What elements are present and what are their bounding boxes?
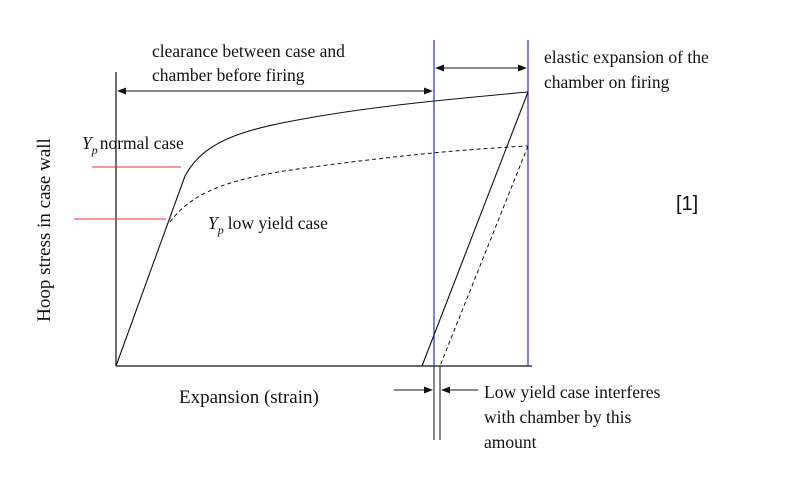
yp-normal-text: normal case — [100, 133, 184, 153]
elastic-label-line2: chamber on firing — [544, 72, 670, 92]
yp-normal-symbol: Y — [82, 133, 94, 153]
elastic-label-line1: elastic expansion of the — [544, 47, 709, 67]
yp-normal-subscript: p — [91, 143, 98, 157]
yp-low-label: Yp low yield case — [208, 213, 328, 237]
yp-low-text: low yield case — [228, 213, 328, 233]
interferes-label-line2: with chamber by this — [484, 407, 631, 427]
normal-case-unloading — [421, 91, 529, 367]
normal-case-curve — [115, 91, 529, 367]
low-yield-case-curve — [169, 145, 529, 223]
clearance-label-line2: chamber before firing — [152, 65, 305, 85]
interferes-label-line1: Low yield case interferes — [484, 382, 661, 402]
clearance-label-line1: clearance between case and — [152, 41, 345, 61]
x-axis-label: Expansion (strain) — [179, 387, 319, 408]
interferes-label-line3: amount — [484, 432, 537, 452]
yp-low-symbol: Y — [208, 213, 220, 233]
low-yield-case-unloading — [439, 145, 529, 367]
y-axis-label: Hoop stress in case wall — [34, 138, 55, 322]
yp-low-subscript: p — [217, 223, 224, 237]
reference-tag: [1] — [676, 193, 698, 215]
